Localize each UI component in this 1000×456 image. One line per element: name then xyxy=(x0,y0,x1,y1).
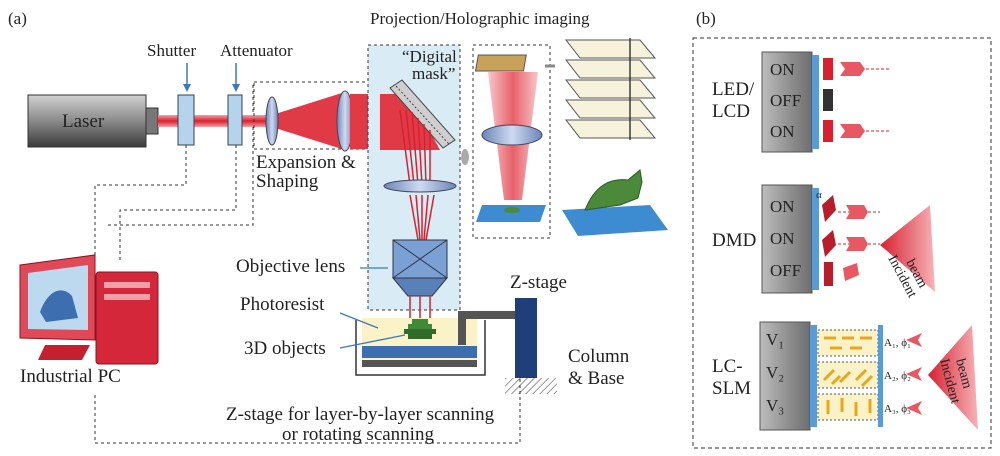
lcslm-device xyxy=(759,321,978,431)
z-stage xyxy=(458,298,557,394)
rotation-arrow-icon xyxy=(461,149,469,165)
photoresist-vat xyxy=(355,318,486,376)
shutter xyxy=(177,94,195,146)
printed-3d-object xyxy=(404,319,436,339)
panel-b-label: (b) xyxy=(696,9,716,28)
shutter-arrowhead xyxy=(183,84,191,92)
led-state-1: ON xyxy=(770,60,795,79)
expansion-lens-1 xyxy=(265,96,279,146)
attenuator-arrowhead xyxy=(232,84,240,92)
imaging-inset-art xyxy=(474,54,546,222)
amp-phase-3: A₃, ϕ₃ xyxy=(884,403,911,415)
z-stage-label: Z-stage xyxy=(510,272,567,293)
digital-mask-label-2: mask” xyxy=(412,64,455,83)
attenuator-label: Attenuator xyxy=(220,41,293,60)
led-label-2: LCD xyxy=(712,101,750,122)
photoresist-label: Photoresist xyxy=(240,294,325,315)
expansion-label-1: Expansion & xyxy=(256,152,356,173)
dmd-state-1: ON xyxy=(770,197,795,216)
pc-label: Industrial PC xyxy=(20,366,121,387)
photoresist-pointer xyxy=(339,312,379,329)
laser-label: Laser xyxy=(62,111,105,132)
caption-line-1: Z-stage for layer-by-layer scanning xyxy=(226,404,495,425)
objective-lens xyxy=(391,239,449,320)
led-lcd-device xyxy=(761,51,890,153)
led-state-2: OFF xyxy=(770,91,801,110)
dmd-mirror xyxy=(389,79,456,149)
expansion-label-2: Shaping xyxy=(256,171,319,192)
objects-label: 3D objects xyxy=(244,338,326,359)
imaging-inset xyxy=(472,44,551,239)
voltage-3: V₃ xyxy=(766,396,784,415)
bull-3d-object-icon xyxy=(562,169,668,236)
lcslm-label-2: SLM xyxy=(712,378,751,399)
column-label-1: Column xyxy=(568,346,630,367)
alpha-label: α xyxy=(816,189,822,201)
voltage-2: V₂ xyxy=(766,363,784,382)
projection-title: Projection/Holographic imaging xyxy=(370,9,590,28)
led-label-1: LED/ xyxy=(712,79,755,100)
expanding-beam xyxy=(272,92,345,150)
control-cable-lines xyxy=(94,85,521,444)
modulated-beamlets xyxy=(399,109,435,241)
objects-pointer xyxy=(339,334,406,349)
objective-label: Objective lens xyxy=(236,256,345,277)
amp-phase-1: A₁, ϕ₁ xyxy=(884,337,911,349)
dmd-device xyxy=(761,184,935,294)
dmd-label: DMD xyxy=(712,230,756,251)
amp-phase-2: A₂, ϕ₂ xyxy=(884,370,911,382)
laser-source xyxy=(27,94,159,148)
lcslm-label-1: LC- xyxy=(712,356,743,377)
panel-b-frame xyxy=(692,37,992,449)
industrial-pc xyxy=(19,254,159,365)
pc-screen-figure xyxy=(40,290,78,322)
attenuator xyxy=(227,94,243,146)
column-label-2: & Base xyxy=(568,368,624,389)
panel-a-label: (a) xyxy=(8,9,27,28)
tube-lens xyxy=(383,179,457,193)
dmd-state-2: ON xyxy=(770,229,795,248)
led-state-3: ON xyxy=(770,122,795,141)
expansion-box xyxy=(253,81,370,150)
shutter-label: Shutter xyxy=(147,41,196,60)
dmd-state-3: OFF xyxy=(770,261,801,280)
caption-line-2: or rotating scanning xyxy=(282,424,434,445)
voltage-1: V₁ xyxy=(766,330,784,349)
layer-stack-icon xyxy=(564,38,657,140)
digital-mask-label-1: “Digital xyxy=(402,47,457,66)
